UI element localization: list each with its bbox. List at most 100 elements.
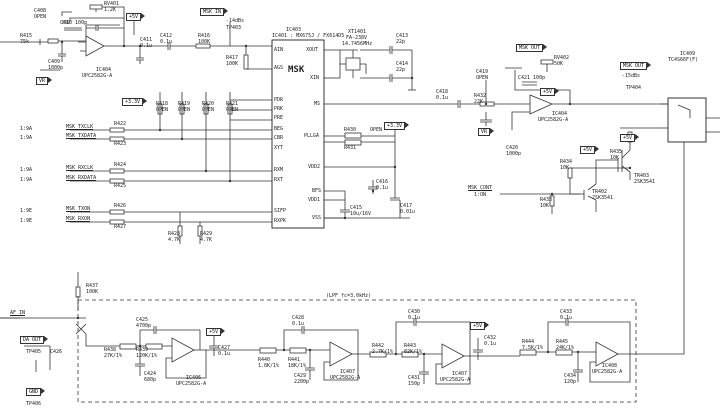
msk-pin-sifp: SIFP (274, 208, 287, 214)
r439-value: 120K/1% (136, 353, 158, 359)
c424-value: 680p (144, 377, 157, 383)
ic406-part: UPC2582G-A (176, 381, 207, 387)
msk-in-level: -14dBs (226, 18, 245, 24)
r434-value: 10K (560, 165, 570, 171)
r419-label: R419 (178, 101, 191, 107)
ic408-part: UPC2582G-A (592, 369, 623, 375)
net-txon-sheet: 1:9E (20, 208, 33, 214)
rv402-value: 50K (554, 61, 564, 67)
r435-label: R435 (610, 149, 623, 155)
c417-value: 0.01u (400, 209, 416, 215)
msk-out-level: -15dBs (622, 73, 641, 79)
r428-label: R428 (168, 231, 181, 237)
r422-label: R422 (114, 121, 127, 127)
net-rxon-sheet: 1:9E (20, 218, 33, 224)
r441-value: 18K/1% (288, 363, 307, 369)
r430-label: R430 (344, 127, 357, 133)
ic407a-part: UPC2582G-A (330, 375, 361, 381)
c428-value: 0.1u (292, 321, 305, 327)
r431-label: R431 (344, 145, 357, 151)
r423-label: R423 (114, 141, 127, 147)
c414-value: 22p (396, 67, 406, 73)
c433-value: 0.1u (560, 315, 573, 321)
msk-pin-beg: BEG (274, 126, 284, 132)
r437-label: R437 (86, 283, 99, 289)
ic404-label: IC404 (96, 67, 112, 73)
r425-label: R425 (114, 183, 127, 189)
xt1401-freq: 14.7456MHz (342, 41, 373, 47)
c413-value: 22p (396, 39, 406, 45)
r432-label: R432 (474, 93, 487, 99)
tp405-label: TP405 (26, 349, 42, 355)
r428-value: 4.7K (168, 237, 181, 243)
r445-value: 24K/1% (556, 345, 575, 351)
rv401-value: 1.2K (104, 7, 117, 13)
net-rxdata-sheet: 1:9A (20, 177, 33, 183)
net-txclk: MSK TXCLK (66, 124, 94, 130)
r418-value: OPEN (156, 107, 169, 113)
r437-value: 100K (86, 289, 99, 295)
c429-value: 2200p (294, 379, 310, 385)
r421-label: R421 (226, 101, 239, 107)
plus5v-tag-6: +5V (470, 322, 490, 330)
c414-label: C414 (396, 61, 409, 67)
c419-label: C419 (476, 69, 489, 75)
r433-value: 10K (540, 203, 550, 209)
c409-label: C409 (48, 59, 61, 65)
msk-pin-pdr: PDR (274, 97, 284, 103)
r424-label: R424 (114, 162, 127, 168)
ic409-part: TC4S66F(F) (668, 57, 699, 63)
c425-value: 4700p (136, 323, 152, 329)
vr-tag-2: VR (478, 128, 495, 136)
msk-pin-xin: XIN (310, 75, 320, 81)
c415-value: 10u/16V (350, 211, 372, 217)
r438-label: R438 (104, 347, 117, 353)
c434-value: 120p (564, 379, 577, 385)
vr-tag: VR (36, 77, 53, 85)
plus3v3-tag-left: +3.3V (122, 98, 148, 106)
gnd-tag: GND (26, 388, 46, 396)
msk-pin-rxm: RXM (274, 167, 284, 173)
r432-value: 22K (474, 99, 484, 105)
lpf-box-label: (LPF fc=3.0kHz) (326, 293, 372, 299)
c433-label: C433 (560, 309, 573, 315)
c418-label: C418 (436, 89, 449, 95)
c430-label: C430 (408, 309, 421, 315)
r417-label: R417 (226, 55, 239, 61)
tp404-label: TP404 (626, 85, 642, 91)
r417-value: 100K (226, 61, 239, 67)
ic407b-part: UPC2582G-A (440, 377, 471, 383)
net-rxclk: MSK RXCLK (66, 165, 94, 171)
r430-value: OPEN (370, 127, 383, 133)
plus5v-tag-3: +5V (620, 134, 640, 142)
r426-label: R426 (114, 203, 127, 209)
msk-in-tag: MSK IN (200, 8, 229, 16)
net-rxclk-sheet: 1:9A (20, 167, 33, 173)
plus5v-tag-2: +5V (540, 88, 560, 96)
ic409-label: IC409 (680, 51, 696, 57)
rv402-label: RV402 (554, 55, 570, 61)
msk-cont-value: 1:ON (474, 192, 487, 198)
r443-label: R443 (404, 343, 417, 349)
r441-label: R441 (288, 357, 301, 363)
c432-value: 0.1u (484, 341, 497, 347)
msk-pin-rxpk: RXPK (274, 218, 287, 224)
c410-label: C410 100p (60, 20, 88, 26)
ic404-part: UPC2582G-A (82, 73, 113, 79)
c412-label: C412 (160, 33, 173, 39)
r416-value: 100K (198, 39, 211, 45)
tp403-label: TP403 (226, 25, 242, 31)
r439-label: R439 (136, 347, 149, 353)
da-out-tag: DA OUT (20, 336, 49, 344)
r433-label: R433 (540, 197, 553, 203)
msk-pin-pllga: PLLGA (304, 133, 320, 139)
c408-value: OPEN (34, 14, 47, 20)
r438-value: 27K/1% (104, 353, 123, 359)
ic408-label: IC408 (602, 363, 618, 369)
msk-cont-label: MSK CONT (468, 185, 493, 191)
msk-pin-prk: PRK (274, 106, 284, 112)
r443-value: 82K/1% (404, 349, 423, 355)
xt1401-part: FA-238V (346, 35, 368, 41)
msk-out-tag: MSK OUT (516, 44, 548, 52)
